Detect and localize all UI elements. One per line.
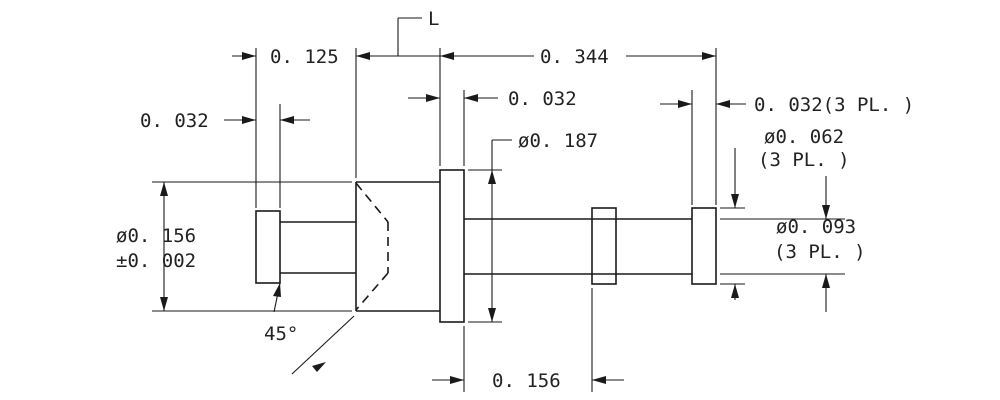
- flange: [439, 169, 465, 323]
- label-dia-0187: ø0. 187: [518, 130, 598, 152]
- countersink-top-chamfer: [355, 182, 389, 223]
- arrow-0093-top: [822, 205, 830, 219]
- label-dia-0062-note: (3 PL. ): [758, 149, 850, 171]
- arrow-0156-bottom-right: [592, 376, 606, 384]
- dim-45-leader-long: [291, 315, 355, 375]
- label-0344: 0. 344: [540, 46, 609, 68]
- label-0156-bottom: 0. 156: [492, 370, 561, 392]
- hidden-countersink: [355, 182, 389, 311]
- arrow-0156-bottom: [160, 297, 168, 311]
- arrow-0187-bottom: [488, 308, 496, 322]
- arrow-0032-mid-a: [426, 94, 440, 102]
- arrow-0156-top: [160, 182, 168, 196]
- extension-lines: [152, 48, 845, 392]
- arrow-0187-top: [488, 170, 496, 184]
- arrow-0062-top: [731, 194, 739, 208]
- right-collar: [691, 207, 717, 285]
- label-dia-0062: ø0. 062: [764, 126, 844, 148]
- arrow-0032-left-a: [242, 116, 256, 124]
- label-dia-0156: ø0. 156: [116, 225, 196, 247]
- arrow-45-b: [312, 362, 326, 372]
- arrow-0125-left: [242, 52, 256, 60]
- label-0125: 0. 125: [270, 46, 339, 68]
- arrow-0062-bottom: [731, 284, 739, 298]
- label-0032-left: 0. 032: [140, 110, 209, 132]
- arrow-0344-right: [702, 52, 716, 60]
- left-collar: [255, 210, 281, 284]
- arrow-0032-right-b: [716, 100, 730, 108]
- arrow-0032-mid-b: [464, 94, 478, 102]
- arrow-0156-bottom-left: [450, 376, 464, 384]
- label-tol-0156: ±0. 002: [116, 250, 196, 272]
- label-dia-0093: ø0. 093: [776, 216, 856, 238]
- label-0032-right: 0. 032(3 PL. ): [754, 94, 914, 116]
- part-outline: [255, 169, 717, 323]
- arrow-0093-bottom: [822, 274, 830, 288]
- middle-collar: [591, 207, 617, 285]
- dimension-labels: L 0. 125 0. 344 0. 032 0. 032 0. 032(3 P…: [116, 8, 914, 392]
- arrow-45-a: [273, 283, 281, 297]
- arrow-0032-left-b: [280, 116, 294, 124]
- arrow-0344-left: [440, 52, 454, 60]
- label-angle-45: 45°: [264, 323, 298, 345]
- label-dia-0093-note: (3 PL. ): [774, 241, 866, 263]
- arrow-0125-right: [356, 52, 370, 60]
- arrowheads: [160, 52, 830, 384]
- countersink-bottom-chamfer: [355, 272, 389, 311]
- arrow-0032-right-a: [678, 100, 692, 108]
- label-l: L: [428, 8, 439, 30]
- label-0032-mid: 0. 032: [508, 88, 577, 110]
